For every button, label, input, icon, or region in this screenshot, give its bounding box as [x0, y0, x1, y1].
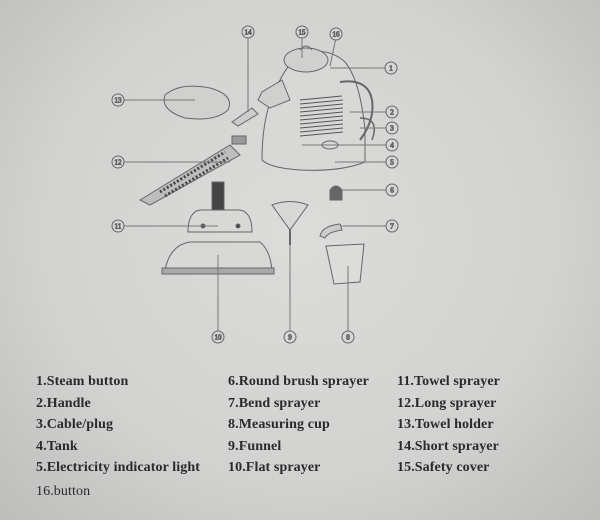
svg-text:16: 16 [333, 31, 341, 39]
legend-item: 7.Bend sprayer [228, 396, 321, 411]
svg-text:11: 11 [115, 223, 122, 231]
svg-text:1: 1 [389, 65, 393, 73]
bend-sprayer-drawing [319, 223, 343, 239]
callout-1: 1 [384, 61, 398, 75]
legend-item: 14.Short sprayer [397, 439, 499, 454]
callout-9: 9 [283, 330, 297, 344]
funnel-drawing [271, 201, 309, 245]
callout-12: 12 [111, 155, 125, 169]
svg-text:9: 9 [288, 334, 292, 342]
svg-text:4: 4 [390, 142, 394, 150]
measuring-cup-drawing [325, 243, 365, 285]
legend-item: 12.Long sprayer [397, 396, 497, 411]
legend-item: 16.button [36, 484, 91, 499]
callout-14: 14 [241, 25, 255, 39]
callout-16: 16 [329, 27, 343, 41]
svg-text:5: 5 [390, 159, 394, 167]
svg-text:12: 12 [115, 159, 123, 167]
svg-text:13: 13 [115, 97, 123, 105]
legend-item: 3.Cable/plug [36, 417, 114, 432]
svg-text:15: 15 [299, 29, 307, 37]
callout-13: 13 [111, 93, 125, 107]
legend-item: 4.Tank [36, 439, 78, 454]
legend-item: 2.Handle [36, 396, 91, 411]
legend-item: 1.Steam button [36, 374, 129, 389]
legend-item: 8.Measuring cup [228, 417, 330, 432]
callout-2: 2 [385, 105, 399, 119]
steam-cleaner-parts-diagram: 1 2 3 4 5 6 7 8 9 10 11 12 13 14 15 16 [111, 25, 399, 344]
svg-text:2: 2 [390, 109, 394, 117]
legend-item: 9.Funnel [228, 439, 282, 454]
svg-text:8: 8 [346, 334, 350, 342]
short-sprayer-drawing [231, 107, 259, 127]
callout-3: 3 [385, 121, 399, 135]
long-sprayer-drawing [138, 135, 247, 206]
callout-6: 6 [385, 183, 399, 197]
legend-item: 11.Towel sprayer [397, 374, 500, 389]
callout-7: 7 [385, 219, 399, 233]
steam-cleaner-body [257, 45, 375, 171]
svg-text:7: 7 [390, 223, 394, 231]
svg-text:14: 14 [245, 29, 253, 37]
callout-11: 11 [111, 219, 125, 233]
towel-sprayer-drawing [187, 181, 253, 233]
svg-text:3: 3 [390, 125, 394, 133]
callout-5: 5 [385, 155, 399, 169]
callout-10: 10 [211, 330, 225, 344]
callout-15: 15 [295, 25, 309, 39]
svg-text:10: 10 [215, 334, 223, 342]
towel-holder-drawing [163, 85, 230, 120]
callout-8: 8 [341, 330, 355, 344]
legend-item: 13.Towel holder [397, 417, 494, 432]
legend-item: 5.Electricity indicator light [36, 460, 201, 475]
legend-item: 10.Flat sprayer [228, 460, 321, 475]
legend-item: 15.Safety cover [397, 460, 490, 475]
callout-4: 4 [385, 138, 399, 152]
svg-text:6: 6 [390, 187, 394, 195]
legend-item: 6.Round brush sprayer [228, 374, 369, 389]
round-brush-drawing [329, 185, 343, 201]
